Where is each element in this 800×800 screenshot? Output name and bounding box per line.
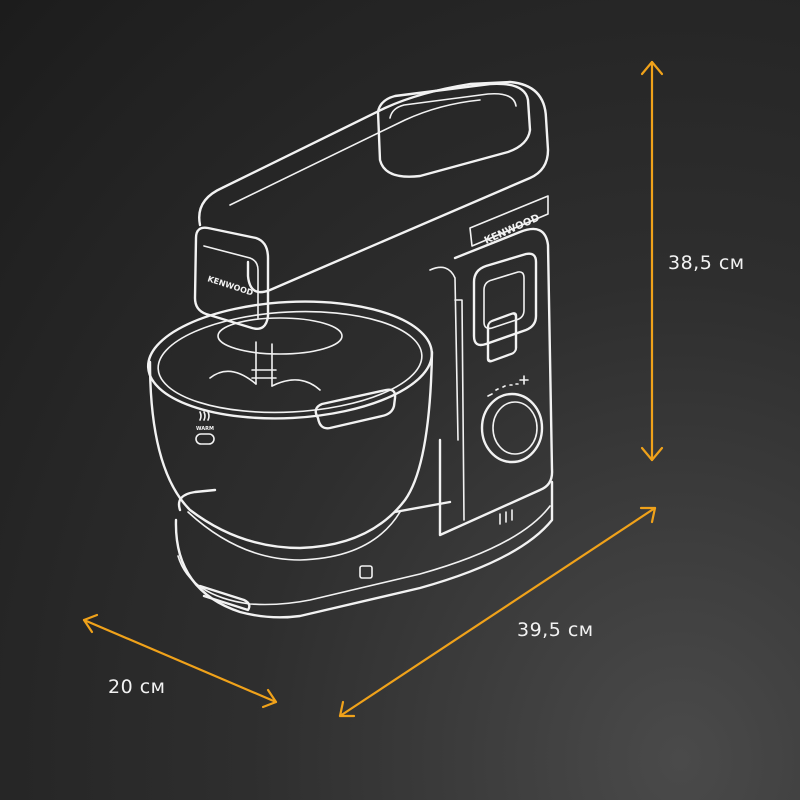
mixer-base xyxy=(174,312,554,619)
speed-dial xyxy=(480,375,544,464)
width-arrow-right xyxy=(639,506,657,524)
bowl-base-ring xyxy=(187,511,401,561)
base-outlet-symbol xyxy=(499,509,513,525)
bowl-heat-icon xyxy=(199,411,210,421)
bowl-rim xyxy=(146,300,434,420)
mixer-front-hub-inner xyxy=(203,245,259,319)
beater-tool xyxy=(209,317,343,391)
control-display-screen xyxy=(483,271,525,330)
beater-coupling xyxy=(217,317,343,355)
mixer-head-top-edge xyxy=(229,99,481,206)
depth-line xyxy=(82,618,278,704)
base-outlet-plate xyxy=(486,312,518,363)
bowl-warm-label: WARM xyxy=(196,426,214,432)
head-brand-plate xyxy=(469,195,549,247)
height-arrow-bottom xyxy=(640,446,664,462)
bowl-handle xyxy=(314,388,397,430)
speed-scale-dots xyxy=(487,383,519,397)
height-arrow-top xyxy=(640,60,664,76)
control-display-frame xyxy=(472,252,538,347)
width-dimension-label: 39,5 см xyxy=(517,619,594,641)
mixer-body-side-edge xyxy=(454,299,465,521)
beater-blade xyxy=(209,370,321,391)
bowl-body xyxy=(148,350,434,550)
width-dimension-line xyxy=(338,506,657,718)
speed-plus-sign xyxy=(519,375,529,385)
mixer-body-column xyxy=(438,227,554,537)
mixer-front-hub xyxy=(193,226,270,330)
mixer-top-lid xyxy=(376,82,532,178)
base-top xyxy=(177,488,452,514)
speed-dial-inner xyxy=(492,401,538,455)
depth-dimension-label: 20 см xyxy=(108,676,166,698)
height-dimension-label: 38,5 см xyxy=(668,252,745,274)
base-lock-icon xyxy=(359,565,373,579)
bowl-rim-inner xyxy=(157,310,423,414)
mixing-bowl: WARM xyxy=(146,300,434,561)
depth-arrow-left xyxy=(82,613,99,634)
width-line xyxy=(338,506,657,718)
depth-dimension-line xyxy=(82,613,278,709)
mixer-top-lid-inner xyxy=(389,92,517,119)
base-left-slot xyxy=(198,584,251,612)
depth-arrow-right xyxy=(261,688,278,709)
base-front-inner xyxy=(177,505,551,606)
width-arrow-left xyxy=(338,700,356,718)
bowl-badge xyxy=(195,433,215,445)
mixer-head xyxy=(198,80,550,294)
beater-shaft xyxy=(251,341,277,387)
height-dimension-line xyxy=(640,60,664,462)
mixer-body-column-inner xyxy=(429,266,459,441)
speed-dial-outer xyxy=(480,392,544,464)
stand-mixer-illustration: KENWOOD KENWOOD WARM xyxy=(146,80,554,619)
